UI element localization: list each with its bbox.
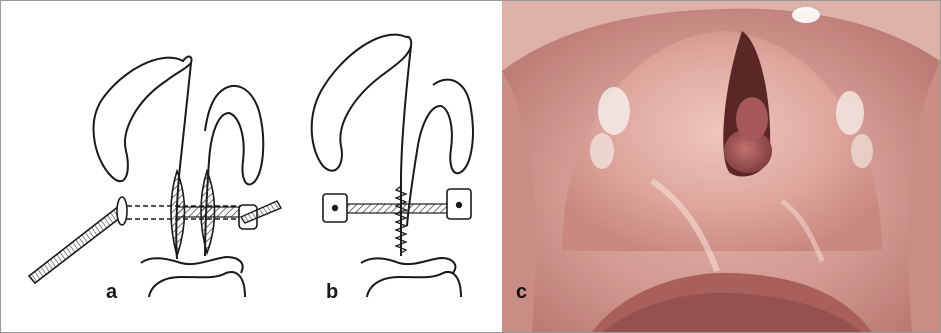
- drawing-a: [29, 57, 281, 297]
- right-teeth: [836, 91, 864, 135]
- lower-arch-a: [141, 257, 243, 273]
- left-teeth: [598, 87, 630, 135]
- needle-shaft-a: [29, 206, 125, 283]
- horizontal-bar-b: [339, 204, 463, 213]
- drawing-b: [312, 35, 473, 297]
- left-shelf-b: [312, 35, 411, 171]
- palate-drawings-svg: [1, 1, 501, 332]
- panel-label-b: b: [326, 282, 338, 302]
- left-shelf-a: [94, 57, 192, 182]
- oral-cavity-photo: [502, 1, 940, 332]
- upper-tooth: [792, 7, 820, 23]
- drawings-panel: a b: [1, 1, 501, 332]
- panel-label-c: c: [516, 282, 527, 302]
- lower-arch-b: [361, 258, 455, 273]
- panel-label-a: a: [106, 282, 117, 302]
- needle-head-a: [117, 197, 127, 225]
- photo-panel: c: [502, 1, 940, 332]
